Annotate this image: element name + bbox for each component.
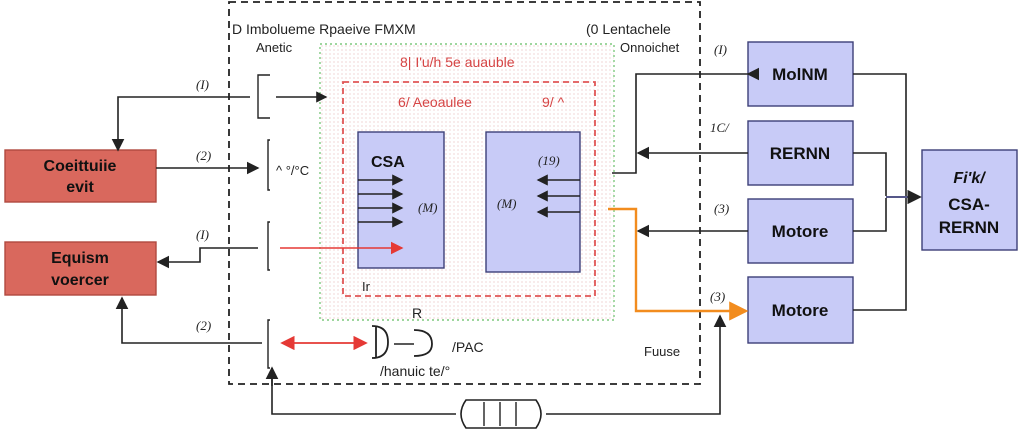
left-box-1	[4, 149, 157, 203]
left-box-1-line1: Coeittuiie	[44, 158, 117, 175]
right-box-1-label: MolNM	[772, 65, 828, 84]
right-box-4	[747, 276, 854, 344]
wire-right-box-1-to-inner	[612, 67, 760, 174]
left-port-bracket-4	[267, 319, 270, 369]
bottom-block-label-bottom: /hanuic te/°	[380, 363, 450, 379]
bottom-block-label-top: R	[412, 305, 422, 321]
left-box-1-line2: evit	[66, 179, 94, 196]
left-port-2-tag: ^ °/°C	[276, 163, 309, 178]
wire-right-box-2-to-bus	[853, 152, 887, 196]
far-right-box-line1: Fi'k/	[953, 170, 986, 187]
right-box-3-label: Motore	[772, 222, 829, 241]
bottom-glyph-d	[371, 325, 389, 359]
right-inner-block	[485, 131, 581, 273]
right-port-1-num: (I)	[714, 42, 727, 57]
right-inner-block-label: (19)	[538, 153, 560, 168]
bottom-block-label-right: /PAC	[452, 339, 484, 355]
outer-title-left-sub: Anetic	[256, 40, 293, 55]
wire-port1-to-left-box-1	[111, 96, 250, 152]
right-port-3-num: (3)	[714, 201, 729, 216]
right-port-4-num: (3)	[710, 289, 725, 304]
right-port-2-num: 1C/	[710, 120, 730, 135]
right-box-1	[747, 41, 854, 107]
left-box-2-line1: Equism	[51, 250, 109, 267]
right-box-4-label: Motore	[772, 301, 829, 320]
outer-dashed-block	[228, 1, 701, 385]
wire-right-box-4-to-bus	[853, 198, 907, 311]
wire-port4-to-left-box-2	[115, 296, 262, 344]
left-box-2	[4, 241, 157, 296]
csa-block-sub: (M)	[418, 200, 438, 215]
right-box-2	[747, 120, 854, 186]
far-right-box-line2: CSA-	[948, 195, 990, 214]
red-block-label-right: 9/ ^	[542, 94, 565, 110]
right-box-3	[747, 198, 854, 264]
outer-bottom-right-label: Fuuse	[644, 344, 680, 359]
red-block-label-left: 6/ Aeoaulee	[398, 94, 472, 110]
green-block-label: 8| I'u/h 5e auauble	[400, 54, 515, 70]
right-box-2-label: RERNN	[770, 144, 830, 163]
left-port-3-num: (I)	[196, 227, 209, 242]
bus-connector	[460, 399, 542, 429]
bottom-bus-right	[546, 314, 727, 415]
outer-title-left: D Imbolueme Rpaeive FMXM	[232, 21, 416, 37]
bottom-glyph-c	[413, 329, 433, 357]
outer-title-right-sub: Onnoichet	[620, 40, 680, 55]
left-port-4-num: (2)	[196, 318, 211, 333]
right-inner-block-sub: (M)	[497, 196, 517, 211]
wire-right-box-1-to-bus	[853, 73, 907, 196]
left-port-2-num: (2)	[196, 148, 211, 163]
red-dashed-block	[342, 81, 596, 297]
far-right-box-line3: RERNN	[939, 218, 999, 237]
far-right-box	[921, 149, 1018, 251]
wire-inner-to-right-box-4	[608, 207, 749, 321]
left-port-bracket-1	[257, 74, 270, 119]
left-port-bracket-3	[267, 221, 270, 271]
left-box-2-line2: voercer	[51, 272, 109, 289]
left-port-bracket-2	[267, 139, 270, 191]
left-port-1-num: (I)	[196, 77, 209, 92]
wire-right-box-3-to-bus	[853, 198, 887, 232]
csa-block-label: CSA	[371, 154, 405, 171]
wire-port3-to-left-box-2	[156, 247, 258, 269]
csa-footnote: Ir	[362, 279, 371, 294]
outer-title-right: (0 Lentachele	[586, 21, 671, 37]
